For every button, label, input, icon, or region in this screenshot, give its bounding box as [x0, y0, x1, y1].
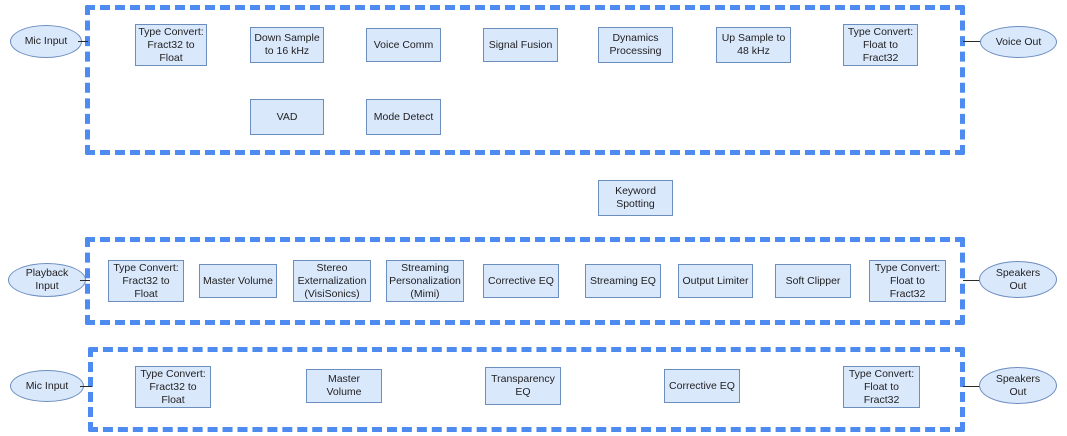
connector-mic-to-voice-group — [78, 41, 88, 42]
node-playback-type-convert-in: Type Convert: Fract32 to Float — [108, 260, 184, 302]
node-playback-stereo-externalization: Stereo Externalization (VisiSonics) — [293, 260, 371, 302]
connector-voice-group-to-voice-out — [963, 41, 981, 42]
node-keyword-spotting: Keyword Spotting — [598, 180, 673, 216]
node-voice-mode-detect: Mode Detect — [366, 99, 441, 135]
node-voice-type-convert-in: Type Convert: Fract32 to Float — [135, 24, 207, 66]
node-playback-corrective-eq: Corrective EQ — [483, 264, 559, 298]
node-voice-signal-fusion: Signal Fusion — [483, 28, 558, 62]
node-transparency-type-convert-out: Type Convert: Float to Fract32 — [843, 366, 920, 408]
group-voice-capture-chain — [85, 5, 965, 155]
terminal-playback-input: Playback Input — [8, 263, 86, 297]
node-playback-type-convert-out: Type Convert: Float to Fract32 — [869, 260, 946, 302]
node-voice-comm: Voice Comm — [366, 28, 441, 62]
terminal-mic-input-voice: Mic Input — [10, 25, 82, 58]
node-playback-soft-clipper: Soft Clipper — [775, 264, 851, 298]
connector-transparency-group-to-speakers — [963, 386, 981, 387]
node-playback-master-volume: Master Volume — [199, 264, 277, 298]
node-transparency-master-volume: Master Volume — [306, 369, 382, 403]
terminal-transparency-speakers-out: Speakers Out — [979, 367, 1057, 404]
terminal-playback-speakers-out: Speakers Out — [979, 261, 1057, 298]
node-voice-type-convert-out: Type Convert: Float to Fract32 — [843, 24, 918, 66]
connector-playback-group-to-speakers — [963, 280, 981, 281]
terminal-voice-out: Voice Out — [980, 26, 1057, 58]
node-voice-up-sample: Up Sample to 48 kHz — [716, 27, 791, 63]
group-transparency-chain — [88, 347, 965, 432]
connector-mic-to-transparency-group — [80, 386, 92, 387]
connector-playback-in-to-group — [80, 280, 90, 281]
node-voice-down-sample: Down Sample to 16 kHz — [250, 27, 324, 63]
node-voice-dynamics-processing: Dynamics Processing — [598, 27, 673, 63]
node-transparency-corrective-eq: Corrective EQ — [664, 369, 740, 403]
node-playback-streaming-personalization: Streaming Personalization (Mimi) — [386, 260, 464, 302]
node-voice-vad: VAD — [250, 99, 324, 135]
node-transparency-type-convert-in: Type Convert: Fract32 to Float — [135, 366, 211, 408]
node-playback-output-limiter: Output Limiter — [678, 264, 753, 298]
group-playback-chain — [85, 237, 965, 325]
terminal-mic-input-transparency: Mic Input — [10, 370, 84, 402]
node-transparency-eq: Transparency EQ — [485, 367, 561, 405]
node-playback-streaming-eq: Streaming EQ — [585, 264, 661, 298]
